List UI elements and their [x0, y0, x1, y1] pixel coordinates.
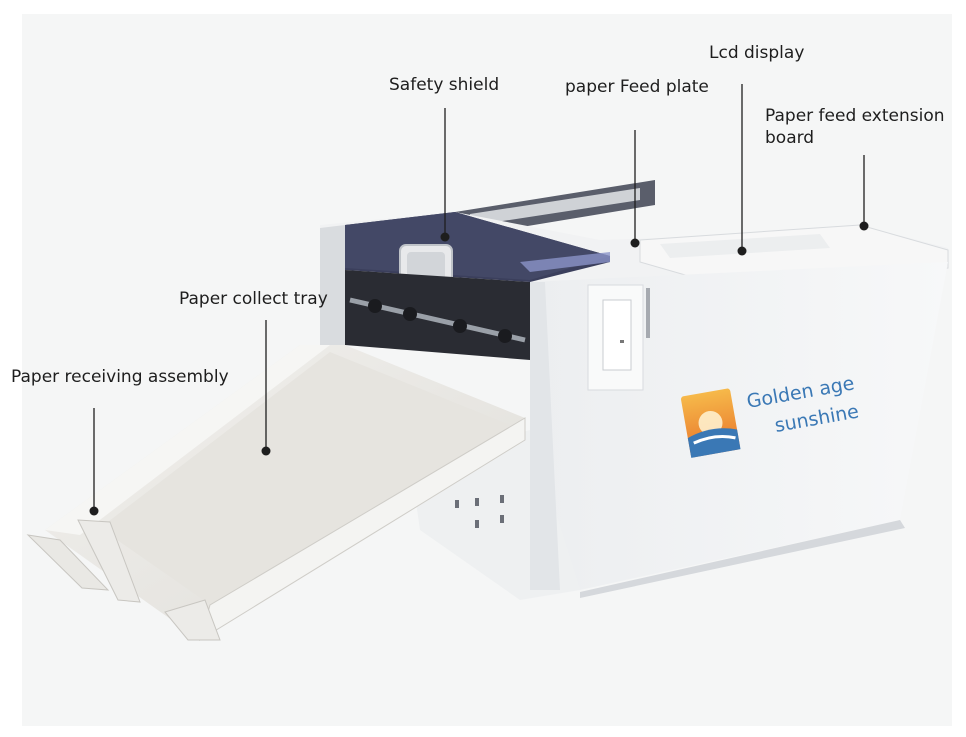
paper-receiving-assembly: [26, 534, 110, 591]
lcd-display: [660, 234, 830, 258]
label-paper-collect-tray: Paper collect tray: [179, 289, 328, 309]
dot-paper-collect-tray: [261, 446, 271, 456]
label-paper-feed-extension-board: Paper feed extension board: [765, 106, 945, 148]
leader-lines: [89, 84, 869, 516]
dot-lcd-display: [737, 246, 747, 256]
label-paper-feed-plate: paper Feed plate: [565, 77, 709, 97]
dot-safety-shield: [440, 232, 450, 242]
roller-area: [345, 270, 530, 360]
dot-paper-feed-plate: [630, 238, 640, 248]
dot-paper-receiving-assembly: [89, 506, 99, 516]
label-paper-receiving-assembly: Paper receiving assembly: [11, 367, 229, 387]
dot-extension-board: [859, 221, 869, 231]
control-panel: [602, 299, 632, 371]
brand-logo: [680, 388, 741, 458]
label-safety-shield: Safety shield: [389, 75, 500, 95]
label-lcd-display: Lcd display: [709, 43, 805, 63]
